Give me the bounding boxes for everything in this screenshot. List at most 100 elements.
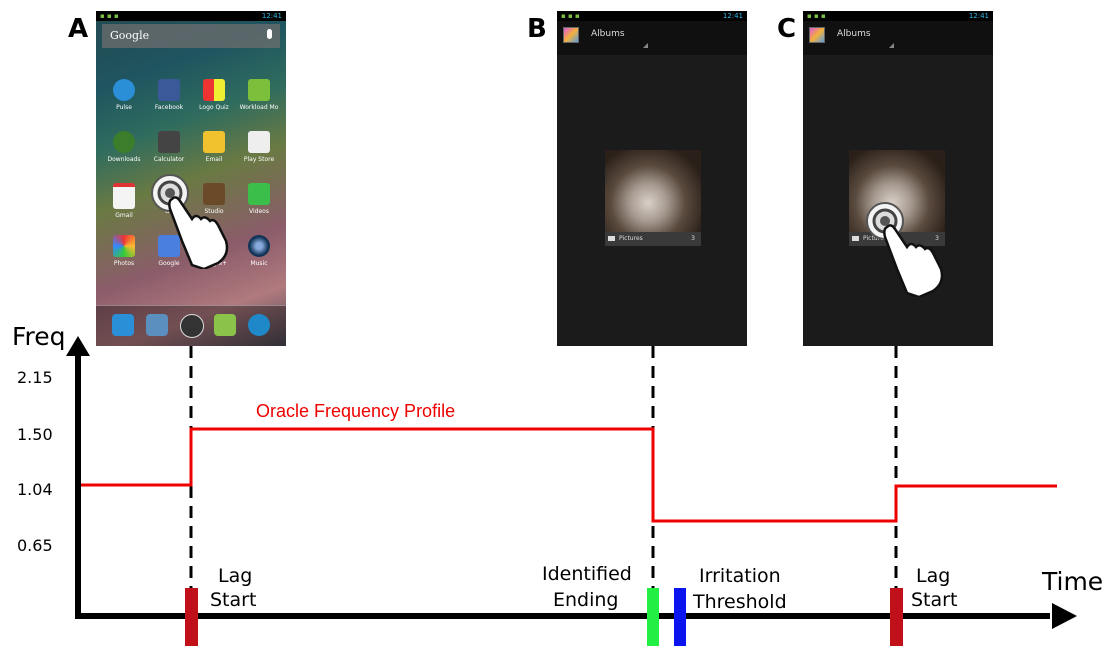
oracle-frequency-profile-line xyxy=(81,427,1057,523)
app-drawer-icon[interactable] xyxy=(180,314,204,338)
app-calculator[interactable]: Calculator xyxy=(146,131,192,163)
download-icon xyxy=(113,131,135,153)
dropdown-caret-icon[interactable] xyxy=(643,43,648,48)
albums-title[interactable]: Albums xyxy=(591,29,625,39)
status-time: 12:41 xyxy=(968,12,989,20)
browser-icon[interactable] xyxy=(248,314,270,336)
photos-icon xyxy=(113,235,135,257)
album-count: 3 xyxy=(691,235,695,242)
mic-icon[interactable] xyxy=(267,29,272,39)
google-search-bar[interactable]: Google xyxy=(102,24,280,48)
app-videos[interactable]: Videos xyxy=(236,183,282,215)
app-label: Downloads xyxy=(107,156,141,163)
status-bar: ▪ ▪ ▪ 12:41 xyxy=(96,11,286,21)
app-label: Photos xyxy=(113,260,135,267)
app-label: Email xyxy=(205,156,223,163)
phone-icon[interactable] xyxy=(112,314,134,336)
video-play-icon xyxy=(248,183,270,205)
app-label: Music xyxy=(250,260,268,267)
app-label: Videos xyxy=(249,208,269,215)
lag-start-marker xyxy=(890,588,903,646)
tap-gesture-icon xyxy=(151,174,229,269)
home-dock xyxy=(96,305,286,346)
event-label: Threshold xyxy=(692,591,787,613)
phone-screen-home: ▪ ▪ ▪ 12:41 Google Pulse Facebook Logo Q… xyxy=(96,11,286,346)
app-label: Logo Quiz xyxy=(199,104,229,111)
irritation-threshold-marker xyxy=(674,588,686,646)
status-bar: ▪ ▪ ▪ 12:41 xyxy=(803,11,993,21)
y-tick-label: 0.65 xyxy=(17,536,53,555)
app-label: Workload Mo xyxy=(239,104,279,111)
panel-letter-a: A xyxy=(68,14,89,44)
tap-gesture-icon xyxy=(866,202,944,297)
y-tick-label: 2.15 xyxy=(17,368,53,387)
app-movie-studio[interactable]: Studio xyxy=(191,183,237,215)
facebook-icon xyxy=(158,79,180,101)
app-logo-quiz[interactable]: Logo Quiz xyxy=(191,79,237,111)
y-axis-label: Freq xyxy=(12,322,66,351)
album-count: 3 xyxy=(935,235,939,242)
messaging-icon[interactable] xyxy=(214,314,236,336)
folder-icon xyxy=(608,236,615,241)
event-label: Ending xyxy=(553,589,619,611)
gmail-icon xyxy=(113,183,135,209)
clapperboard-icon xyxy=(203,183,225,205)
lag-start-marker xyxy=(185,588,198,646)
app-facebook[interactable]: Facebook xyxy=(146,79,192,111)
app-pulse[interactable]: Pulse xyxy=(101,79,147,111)
status-bar: ▪ ▪ ▪ 12:41 xyxy=(557,11,747,21)
app-workload-monitor[interactable]: Workload Mo xyxy=(236,79,282,111)
app-label: Google xyxy=(158,260,180,267)
oracle-frequency-profile-label: Oracle Frequency Profile xyxy=(256,401,455,421)
y-tick-label: 1.04 xyxy=(17,480,53,499)
status-time: 12:41 xyxy=(261,12,282,20)
event-label: Start xyxy=(911,589,957,611)
x-axis-arrow-icon xyxy=(1052,603,1077,629)
album-name: Pictures xyxy=(619,235,643,242)
email-icon xyxy=(203,131,225,153)
x-axis-label: Time xyxy=(1041,567,1103,596)
event-label: Start xyxy=(210,589,256,611)
music-icon xyxy=(248,235,270,257)
status-time: 12:41 xyxy=(722,12,743,20)
contacts-icon[interactable] xyxy=(146,314,168,336)
app-gmail[interactable]: Gmail xyxy=(101,183,147,219)
app-label: Calculator xyxy=(153,156,185,163)
android-icon xyxy=(248,79,270,101)
app-google[interactable]: Google xyxy=(146,235,192,267)
app-label: Facebook xyxy=(154,104,184,111)
album-thumbnail-kitten[interactable] xyxy=(605,150,701,246)
gallery-app-icon[interactable] xyxy=(809,27,825,43)
app-music[interactable]: Music xyxy=(236,235,282,267)
albums-title[interactable]: Albums xyxy=(837,29,871,39)
google-search-label: Google xyxy=(110,29,150,42)
y-axis-arrow-icon xyxy=(66,336,90,356)
logo-quiz-icon xyxy=(203,79,225,101)
folder-icon xyxy=(852,236,859,241)
gallery-action-bar: Albums xyxy=(803,21,993,55)
event-label: Lag xyxy=(916,565,950,587)
notification-icons: ▪ ▪ ▪ xyxy=(100,12,119,20)
app-label: Play Store xyxy=(243,156,275,163)
event-label: Identified xyxy=(542,563,632,585)
dropdown-caret-icon[interactable] xyxy=(889,43,894,48)
app-email[interactable]: Email xyxy=(191,131,237,163)
app-label: Studio xyxy=(204,208,224,215)
play-store-icon xyxy=(248,131,270,153)
gallery-app-icon[interactable] xyxy=(563,27,579,43)
app-downloads[interactable]: Downloads xyxy=(101,131,147,163)
calculator-icon xyxy=(158,131,180,153)
app-label: Pulse xyxy=(116,104,132,111)
gallery-action-bar: Albums xyxy=(557,21,747,55)
app-photos[interactable]: Photos xyxy=(101,235,147,267)
app-play-store[interactable]: Play Store xyxy=(236,131,282,163)
phone-screen-gallery-b: ▪ ▪ ▪ 12:41 Albums Pictures 3 xyxy=(557,11,747,346)
event-label: Irritation xyxy=(699,565,781,587)
album-caption[interactable]: Pictures 3 xyxy=(605,232,701,246)
google-icon xyxy=(158,235,180,257)
identified-ending-marker xyxy=(647,588,659,646)
event-label: Lag xyxy=(218,565,252,587)
y-tick-label: 1.50 xyxy=(17,425,53,444)
notification-icons: ▪ ▪ ▪ xyxy=(807,12,826,20)
panel-letter-b: B xyxy=(527,14,547,44)
